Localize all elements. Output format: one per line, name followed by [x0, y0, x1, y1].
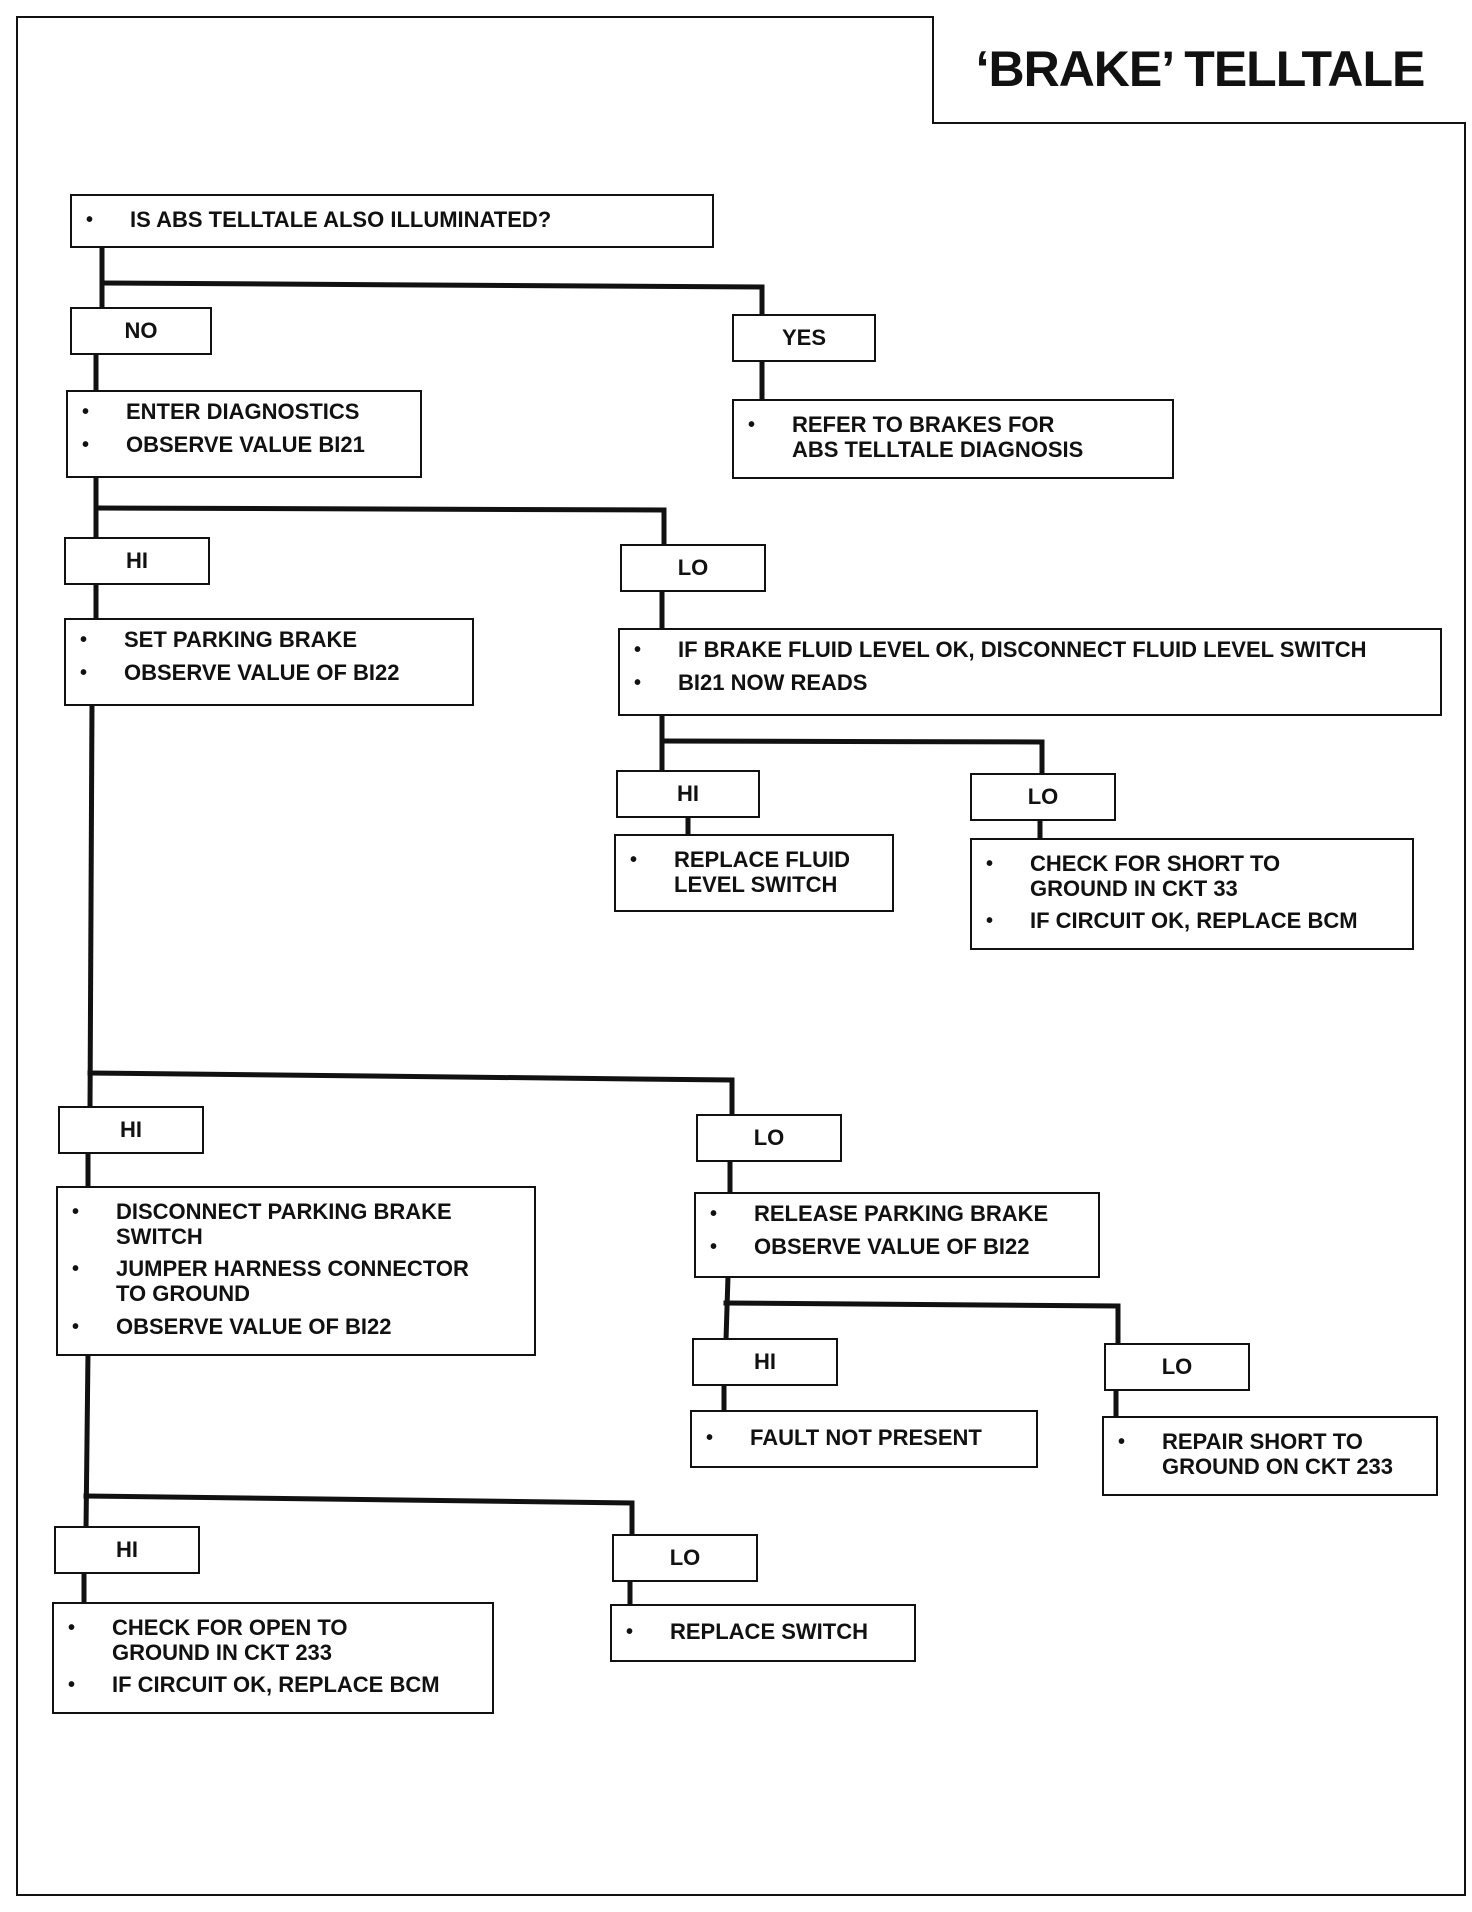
step-text: DISCONNECT PARKING BRAKE SWITCH — [116, 1199, 452, 1249]
step-replace-fluid-switch: • REPLACE FLUID LEVEL SWITCH — [614, 834, 894, 912]
bullet-icon: • — [986, 853, 994, 875]
label-hi-release: HI — [692, 1338, 838, 1386]
bullet-icon: • — [710, 1235, 718, 1258]
step-line: • IF CIRCUIT OK, REPLACE BCM — [986, 909, 1402, 934]
label-hi-fluid: HI — [616, 770, 760, 818]
bullet-icon: • — [986, 910, 994, 933]
step-text: ENTER DIAGNOSTICS — [126, 399, 360, 424]
step-line: • ENTER DIAGNOSTICS — [82, 399, 410, 425]
step-set-parking-brake: • SET PARKING BRAKE • OBSERVE VALUE OF BI22 — [64, 618, 474, 706]
step-line: • SET PARKING BRAKE — [80, 627, 462, 653]
label-hi-bi21: HI — [64, 537, 210, 585]
label-hi-bi22: HI — [58, 1106, 204, 1154]
bullet-icon: • — [68, 1674, 76, 1697]
step-check-short-ckt-33: • CHECK FOR SHORT TO GROUND IN CKT 33 • IF … — [970, 838, 1414, 950]
step-check-fluid-level: • IF BRAKE FLUID LEVEL OK, DISCONNECT FLU… — [618, 628, 1442, 716]
bullet-icon: • — [710, 1203, 718, 1225]
label-no: NO — [70, 307, 212, 355]
bullet-icon: • — [1118, 1431, 1126, 1453]
question-abs-telltale: • IS ABS TELLTALE ALSO ILLUMINATED? — [70, 194, 714, 248]
step-enter-diagnostics: • ENTER DIAGNOSTICS • OBSERVE VALUE BI21 — [66, 390, 422, 478]
bullet-icon: • — [80, 661, 88, 684]
step-line: • REPLACE FLUID LEVEL SWITCH — [630, 847, 882, 897]
step-line: • IF CIRCUIT OK, REPLACE BCM — [68, 1673, 482, 1698]
step-text: SET PARKING BRAKE — [124, 627, 358, 652]
step-line: • DISCONNECT PARKING BRAKE SWITCH — [72, 1199, 524, 1249]
bullet-icon: • — [706, 1427, 714, 1449]
step-line: • JUMPER HARNESS CONNECTOR TO GROUND — [72, 1256, 524, 1306]
step-text: OBSERVE VALUE BI21 — [126, 431, 365, 457]
step-text: REFER TO BRAKES FOR ABS TELLTALE DIAGNOS… — [792, 412, 1084, 462]
step-text: FAULT NOT PRESENT — [750, 1425, 982, 1450]
bullet-icon: • — [82, 401, 90, 423]
bullet-icon: • — [748, 414, 756, 436]
bullet-icon: • — [630, 849, 638, 871]
step-text: IS ABS TELLTALE ALSO ILLUMINATED? — [130, 207, 552, 232]
step-line: • CHECK FOR OPEN TO GROUND IN CKT 233 — [68, 1615, 482, 1665]
bullet-icon: • — [72, 1258, 80, 1281]
bullet-icon: • — [634, 671, 642, 694]
bullet-icon: • — [72, 1201, 80, 1223]
bullet-icon: • — [86, 209, 94, 231]
bullet-icon: • — [634, 639, 642, 661]
label-lo-release: LO — [1104, 1343, 1250, 1391]
page-frame — [16, 16, 1466, 1896]
step-line: • FAULT NOT PRESENT — [706, 1425, 1026, 1451]
label-hi-jumper: HI — [54, 1526, 200, 1574]
step-repair-short-ckt-233: • REPAIR SHORT TO GROUND ON CKT 233 — [1102, 1416, 1438, 1496]
step-text: REPLACE FLUID LEVEL SWITCH — [674, 847, 850, 897]
label-lo-bi22: LO — [696, 1114, 842, 1162]
step-refer-to-brakes: • REFER TO BRAKES FOR ABS TELLTALE DIAGNO… — [732, 399, 1174, 479]
step-text: OBSERVE VALUE OF BI22 — [124, 659, 400, 685]
step-line: • OBSERVE VALUE BI21 — [82, 431, 410, 458]
step-fault-not-present: • FAULT NOT PRESENT — [690, 1410, 1038, 1468]
step-line: • BI21 NOW READS — [634, 669, 1430, 696]
step-text: CHECK FOR SHORT TO GROUND IN CKT 33 — [1030, 851, 1281, 901]
label-lo-bi21: LO — [620, 544, 766, 592]
step-text: IF BRAKE FLUID LEVEL OK, DISCONNECT FLUI… — [678, 637, 1367, 662]
step-text: BI21 NOW READS — [678, 669, 868, 695]
step-text: RELEASE PARKING BRAKE — [754, 1201, 1049, 1226]
step-line: • REPLACE SWITCH — [626, 1619, 904, 1645]
step-release-parking-brake: • RELEASE PARKING BRAKE • OBSERVE VALUE OF … — [694, 1192, 1100, 1278]
label-lo-jumper: LO — [612, 1534, 758, 1582]
step-replace-switch: • REPLACE SWITCH — [610, 1604, 916, 1662]
step-line: • REPAIR SHORT TO GROUND ON CKT 233 — [1118, 1429, 1426, 1479]
bullet-icon: • — [68, 1617, 76, 1639]
step-line: • REFER TO BRAKES FOR ABS TELLTALE DIAGNO… — [748, 412, 1162, 462]
step-line: • CHECK FOR SHORT TO GROUND IN CKT 33 — [986, 851, 1402, 901]
step-line: • OBSERVE VALUE OF BI22 — [80, 659, 462, 686]
step-line: • IF BRAKE FLUID LEVEL OK, DISCONNECT FLU… — [634, 637, 1430, 663]
step-text: OBSERVE VALUE OF BI22 — [754, 1233, 1030, 1259]
label-lo-fluid: LO — [970, 773, 1116, 821]
label-yes: YES — [732, 314, 876, 362]
bullet-icon: • — [72, 1315, 80, 1338]
step-text: IF CIRCUIT OK, REPLACE BCM — [112, 1672, 440, 1698]
bullet-icon: • — [626, 1621, 634, 1643]
step-text: CHECK FOR OPEN TO GROUND IN CKT 233 — [112, 1615, 348, 1665]
step-line: • OBSERVE VALUE OF BI22 — [710, 1233, 1088, 1260]
step-text: REPLACE SWITCH — [670, 1619, 868, 1644]
step-disconnect-parking-switch: • DISCONNECT PARKING BRAKE SWITCH • JUMPER … — [56, 1186, 536, 1356]
step-text: JUMPER HARNESS CONNECTOR TO GROUND — [116, 1256, 469, 1306]
bullet-icon: • — [80, 629, 88, 651]
bullet-icon: • — [82, 433, 90, 456]
title-box: ‘BRAKE’ TELLTALE — [932, 16, 1466, 124]
step-text: IF CIRCUIT OK, REPLACE BCM — [1030, 908, 1358, 934]
step-text: REPAIR SHORT TO GROUND ON CKT 233 — [1162, 1429, 1394, 1479]
step-line: • OBSERVE VALUE OF BI22 — [72, 1313, 524, 1340]
step-check-open-ckt-233: • CHECK FOR OPEN TO GROUND IN CKT 233 • IF … — [52, 1602, 494, 1714]
step-text: OBSERVE VALUE OF BI22 — [116, 1313, 392, 1339]
step-line: • IS ABS TELLTALE ALSO ILLUMINATED? — [86, 207, 702, 233]
step-line: • RELEASE PARKING BRAKE — [710, 1201, 1088, 1227]
page-title: ‘BRAKE’ TELLTALE — [975, 41, 1426, 97]
